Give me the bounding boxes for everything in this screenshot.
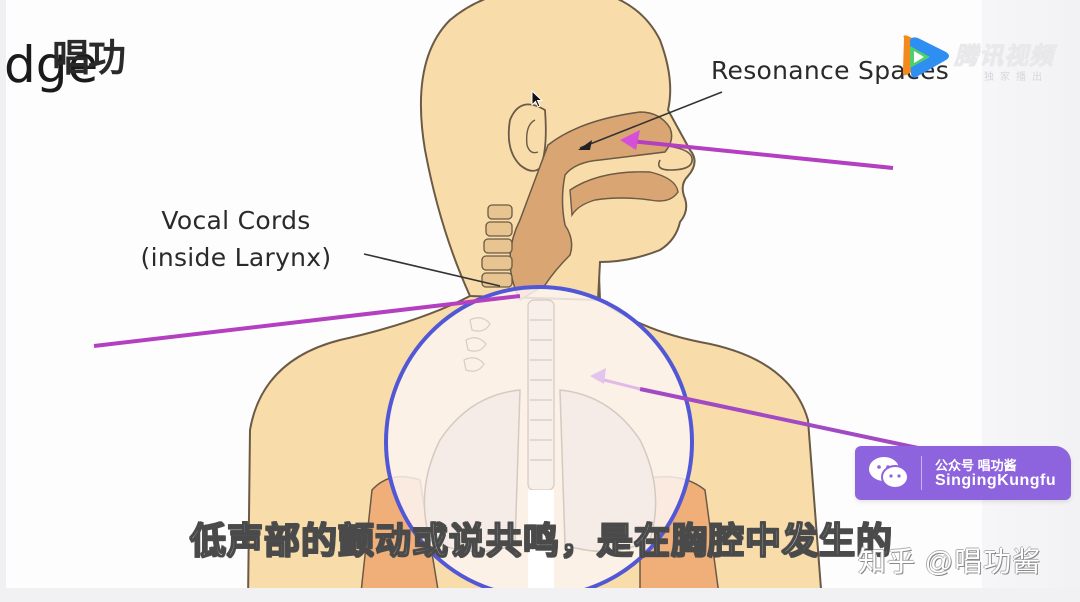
channel-logo: dge 唱功 [4, 30, 144, 100]
magenta-arrow-chest [639, 387, 919, 450]
wechat-account-name: 公众号 唱功酱 [935, 458, 1017, 473]
wechat-badge-divider [921, 456, 922, 490]
mouse-cursor-icon [531, 90, 544, 108]
video-subtitle: 低声部的颤动或说共鸣，是在胸腔中发生的 [189, 519, 894, 562]
wechat-icon [869, 457, 909, 489]
vocal-cords-leader-line [363, 253, 501, 287]
magenta-line-neck [93, 294, 521, 348]
oral-cavity [569, 171, 679, 218]
channel-logo-latin: dge [4, 36, 99, 94]
platform-name: 腾讯视频 [954, 43, 1054, 70]
magenta-arrow-nose [629, 139, 894, 170]
platform-watermark: 腾讯视频 独家播出 [896, 30, 1076, 90]
resonance-leader-line [579, 91, 723, 149]
video-bottom-strip [0, 588, 1080, 602]
cervical-spine [481, 204, 513, 288]
right-lung [559, 389, 657, 553]
vocal-cords-label-line2: (inside Larynx) [140, 243, 332, 272]
tencent-video-play-icon [902, 35, 949, 78]
wechat-account-badge: 公众号 唱功酱 SingingKungfu [855, 446, 1071, 500]
channel-logo-cjk: 唱功 [52, 38, 126, 80]
thoracic-spine-faint [463, 317, 491, 372]
platform-subtext: 独家播出 [984, 72, 1048, 83]
vocal-cords-label: Vocal Cords (inside Larynx) [128, 202, 344, 276]
wechat-account-handle: SingingKungfu [935, 472, 1057, 489]
nose-shape [657, 144, 693, 171]
mediastinum [528, 490, 554, 602]
trachea [527, 299, 555, 491]
video-left-edge [0, 0, 6, 590]
zhihu-watermark: 知乎 @唱功酱 [858, 546, 1042, 577]
vocal-cords-label-line1: Vocal Cords [161, 206, 311, 235]
left-lung [423, 389, 521, 553]
resonance-cavity [509, 111, 673, 302]
